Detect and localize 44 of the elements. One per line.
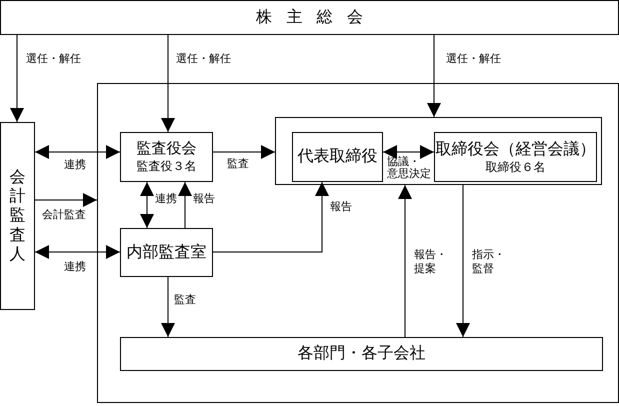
box-subtitle: 監査役３名 xyxy=(136,158,196,174)
department-box xyxy=(120,228,213,277)
box-title: 各部門・各子会社 xyxy=(298,344,426,364)
edge-label: 報告 xyxy=(193,192,215,206)
edge-label: 選任・解任 xyxy=(446,52,501,66)
edge-label: 報告 xyxy=(330,200,352,214)
management-frame xyxy=(275,117,602,185)
edge-label: 連携 xyxy=(64,260,86,274)
box-title: 代表取締役 xyxy=(298,147,378,167)
box-subtitle: 取締役６名 xyxy=(486,160,546,174)
arrow xyxy=(140,182,154,228)
edge-label: 選任・解任 xyxy=(26,52,81,66)
arrow xyxy=(212,182,329,252)
arrow xyxy=(382,145,434,159)
arrow xyxy=(456,184,470,338)
edge-label: 監査 xyxy=(227,157,249,171)
box-title: 株主総会 xyxy=(254,8,378,28)
edge-label: 選任・解任 xyxy=(176,52,231,66)
edge-label: 連携 xyxy=(64,158,86,172)
box-title: 会計監査人 xyxy=(10,168,26,264)
box-title: 取締役会（経営会議） xyxy=(436,140,596,160)
auditor-box xyxy=(0,122,35,310)
arrow xyxy=(34,145,120,159)
edge-label: 監査 xyxy=(174,293,196,307)
board-box xyxy=(120,132,213,182)
meeting-box xyxy=(0,0,619,35)
arrow xyxy=(34,193,98,207)
arrow xyxy=(34,245,120,259)
arrow xyxy=(161,276,175,338)
arrow xyxy=(161,34,175,132)
arrow xyxy=(10,34,24,122)
box-title: 内部監査室 xyxy=(126,242,206,262)
arrow xyxy=(178,182,192,228)
edge-label: 連携 xyxy=(155,192,177,206)
board-box xyxy=(434,132,597,182)
department-box xyxy=(120,337,603,371)
edge-label: 協議・意思決定 xyxy=(387,156,432,180)
arrow xyxy=(427,34,441,118)
box-title: 監査役会 xyxy=(136,140,196,159)
company-frame xyxy=(97,83,619,403)
edge-label: 会計監査 xyxy=(42,208,86,222)
director-box xyxy=(292,132,383,182)
arrow xyxy=(398,184,412,338)
arrow xyxy=(212,145,276,159)
